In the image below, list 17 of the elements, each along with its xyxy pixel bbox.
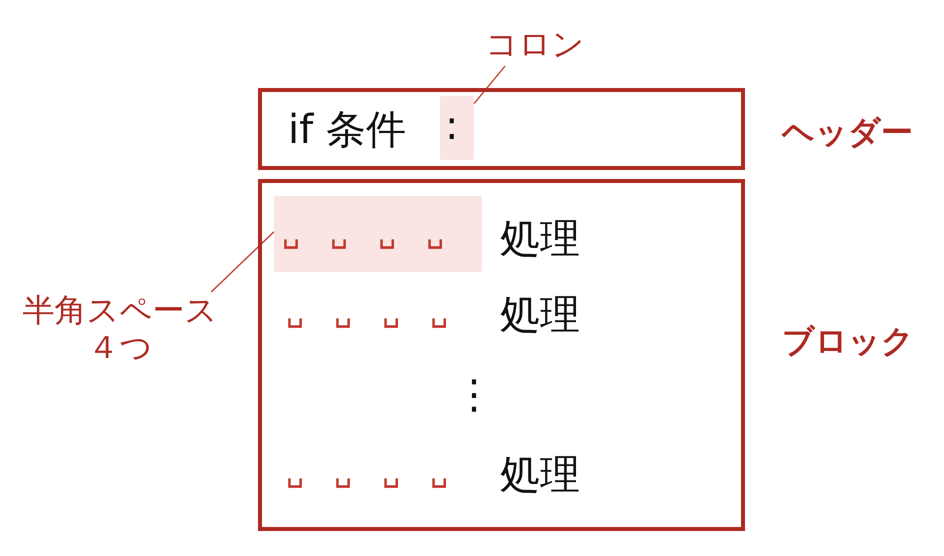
process-text: 処理 <box>500 455 580 495</box>
process-text: 処理 <box>500 219 580 259</box>
section-label: ブロック <box>782 323 914 360</box>
highlight-box <box>274 196 482 272</box>
space-symbols: ␣␣␣␣ <box>282 218 474 248</box>
space-symbols: ␣␣␣␣ <box>286 297 478 327</box>
ellipsis-text: ⋮ <box>454 375 494 415</box>
space-symbols: ␣␣␣␣ <box>286 457 478 487</box>
highlight-box <box>440 96 474 160</box>
callout-label: コロン <box>484 26 586 63</box>
colon-text: : <box>445 106 458 146</box>
callout-label: 半角スペース４つ <box>22 292 218 366</box>
code-text: if 条件 <box>288 110 406 150</box>
process-text: 処理 <box>500 295 580 335</box>
section-label: ヘッダー <box>782 114 913 151</box>
leader-line <box>474 66 506 104</box>
leader-line <box>210 231 274 292</box>
